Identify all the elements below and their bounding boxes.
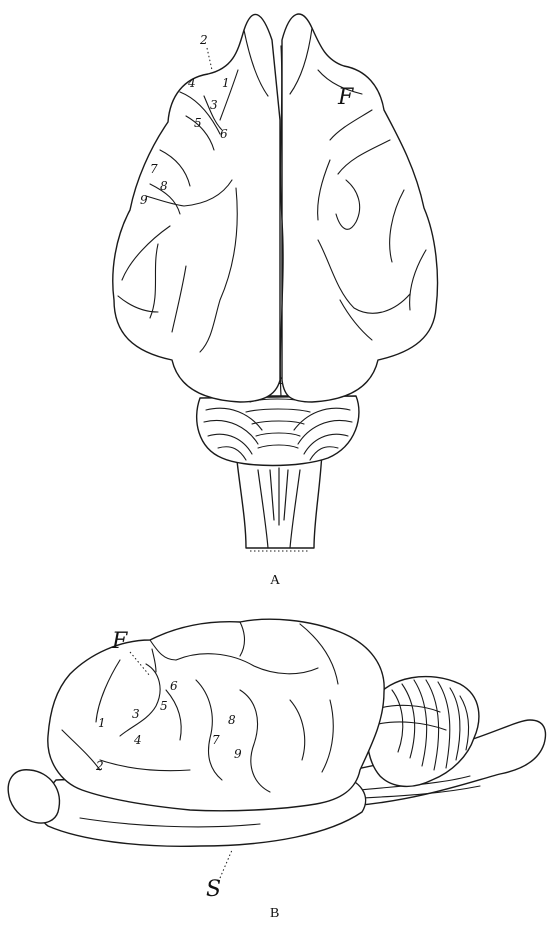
left-cerebral-hemisphere bbox=[113, 14, 280, 402]
right-cerebral-hemisphere bbox=[282, 14, 438, 402]
region-label-8-lateral: 8 bbox=[228, 713, 236, 727]
region-label-5-lateral: 5 bbox=[160, 699, 168, 713]
pointer-label-2: 2 bbox=[199, 33, 208, 47]
figure-a-dorsal-view: 2 4 1 3 5 6 7 8 9 F A bbox=[113, 14, 438, 588]
figure-b-caption: B bbox=[270, 906, 279, 921]
region-label-2-lateral: 2 bbox=[95, 759, 104, 773]
olfactory-bulb bbox=[8, 770, 59, 823]
cerebellum bbox=[197, 396, 359, 466]
region-label-9-lateral: 9 bbox=[234, 747, 242, 761]
figure-b-lateral-view: F 1 2 3 4 5 6 7 8 9 S B bbox=[8, 619, 545, 921]
region-label-7: 7 bbox=[150, 162, 158, 176]
region-label-4: 4 bbox=[187, 76, 196, 90]
region-label-9: 9 bbox=[140, 193, 148, 207]
region-label-4-lateral: 4 bbox=[133, 733, 142, 747]
figure-a-caption: A bbox=[270, 573, 281, 588]
region-label-5: 5 bbox=[194, 116, 202, 130]
region-label-6-lateral: 6 bbox=[170, 679, 178, 693]
region-label-6: 6 bbox=[220, 127, 228, 141]
region-label-3-lateral: 3 bbox=[132, 707, 140, 721]
region-label-3: 3 bbox=[210, 98, 218, 112]
region-label-8: 8 bbox=[160, 179, 168, 193]
pointer-2-leader bbox=[207, 48, 212, 70]
cerebral-hemisphere-lateral bbox=[48, 619, 384, 811]
region-label-7-lateral: 7 bbox=[212, 733, 220, 747]
fissure-label-F: F bbox=[337, 85, 354, 110]
medulla-stem bbox=[236, 452, 322, 551]
region-label-1-lateral: 1 bbox=[98, 716, 106, 730]
fissure-label-S: S bbox=[206, 877, 221, 902]
S-leader bbox=[220, 850, 232, 878]
region-label-1: 1 bbox=[222, 76, 230, 90]
fissure-label-F-lateral: F bbox=[111, 629, 128, 654]
